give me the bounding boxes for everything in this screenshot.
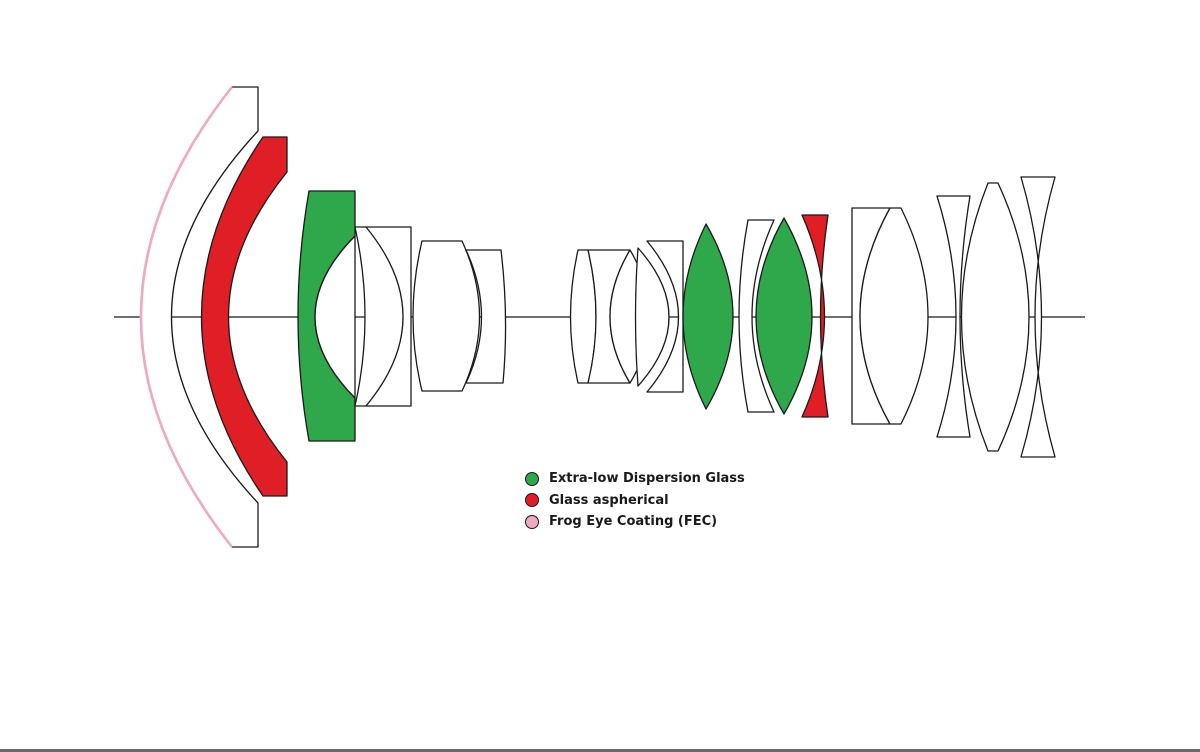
lens-element-7 — [465, 249, 507, 384]
lens-element-15 — [801, 214, 829, 418]
fec-swatch — [525, 514, 539, 529]
fec-coating — [139, 86, 234, 548]
lens-element-14 — [755, 217, 813, 415]
legend-item-ed: Extra-low Dispersion Glass — [525, 468, 745, 490]
lens-element-5 — [354, 226, 412, 407]
legend-label-asph: Glass aspherical — [549, 492, 669, 508]
lens-element-13 — [738, 219, 775, 413]
lens-element-4 — [314, 235, 356, 399]
ed-swatch — [525, 471, 539, 486]
lens-element-11b — [646, 240, 684, 393]
legend: Extra-low Dispersion Glass Glass aspheri… — [525, 468, 745, 533]
lens-element-2 — [200, 136, 288, 497]
legend-label-ed: Extra-low Dispersion Glass — [549, 471, 745, 487]
lens-element-19 — [960, 182, 1030, 452]
lens-element-12 — [682, 223, 734, 410]
lens-element-10b — [634, 247, 670, 387]
legend-item-asph: Glass aspherical — [525, 490, 745, 512]
lens-element-6 — [412, 240, 481, 392]
asph-swatch — [525, 493, 539, 508]
legend-item-fec: Frog Eye Coating (FEC) — [525, 511, 745, 533]
bottom-divider — [0, 749, 1200, 752]
lens-element-20 — [1020, 176, 1056, 458]
legend-label-fec: Frog Eye Coating (FEC) — [549, 514, 718, 530]
lens-element-18 — [936, 195, 971, 438]
lens-element-17 — [859, 207, 929, 425]
